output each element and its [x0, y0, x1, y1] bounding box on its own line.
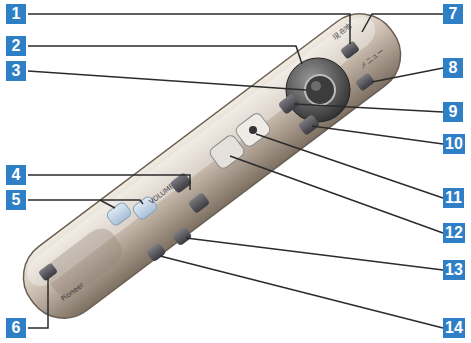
callout-number: 6 [6, 318, 26, 338]
callout-number: 5 [6, 190, 26, 210]
callout-number: 13 [443, 260, 465, 280]
callout-number: 9 [443, 102, 463, 122]
callout-number: 7 [443, 4, 463, 24]
callout-number: 12 [443, 223, 465, 243]
callout-number: 1 [6, 4, 26, 24]
callout-number: 11 [443, 188, 464, 208]
callout-number: 3 [6, 61, 26, 81]
leader-lines [28, 14, 443, 328]
callout-number: 10 [443, 134, 465, 154]
callout-number: 4 [6, 165, 26, 185]
callout-number: 14 [443, 318, 465, 338]
callout-number: 8 [443, 58, 463, 78]
remote-body [8, 0, 416, 333]
callout-number: 2 [6, 36, 26, 56]
